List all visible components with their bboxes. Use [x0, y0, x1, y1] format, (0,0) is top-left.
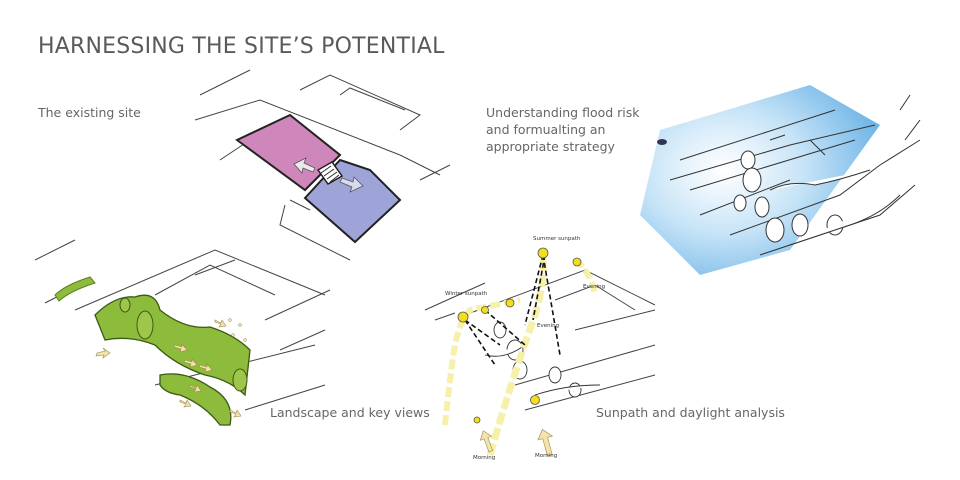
flood-risk-diagram — [640, 85, 921, 275]
sunpath-diagram: Summer sunpath Winter sunpath Evening Ev… — [424, 236, 656, 461]
existing-site-diagram — [194, 69, 451, 261]
arrow-right-icon — [339, 176, 364, 193]
summer-sunpath — [486, 259, 547, 456]
label-evening-top: Evening — [583, 284, 605, 290]
caption-landscape: Landscape and key views — [270, 405, 430, 420]
caption-flood-risk: Understanding flood risk and formualting… — [486, 104, 646, 155]
view-dots — [228, 318, 247, 342]
hedge-lower — [159, 373, 232, 426]
label-evening-mid: Evening — [537, 323, 559, 329]
arrow-left-icon — [293, 157, 316, 174]
caption-existing-site: The existing site — [38, 105, 141, 120]
hatched-building — [316, 161, 344, 185]
caption-flood-line-3: appropriate strategy — [486, 139, 615, 154]
landscape-trees — [119, 297, 248, 392]
morning-arrows — [479, 429, 554, 457]
flood-trees — [733, 150, 901, 246]
label-summer-sunpath: Summer sunpath — [533, 236, 581, 242]
caption-flood-line-1: Understanding flood risk — [486, 105, 640, 120]
winter-sunpath — [442, 297, 521, 426]
sunpath-trees — [484, 321, 601, 398]
label-morning-left: Morning — [473, 455, 495, 461]
caption-sunpath: Sunpath and daylight analysis — [596, 405, 785, 420]
hedge-small — [54, 276, 96, 302]
view-arrows — [95, 319, 242, 418]
label-winter-sunpath: Winter sunpath — [445, 291, 488, 297]
page-title: HARNESSING THE SITE’S POTENTIAL — [38, 34, 445, 59]
sun-icons — [457, 247, 582, 424]
shadow-arrows — [464, 254, 561, 366]
flood-blob — [657, 139, 667, 145]
landscape-diagram — [34, 239, 331, 426]
label-morning-right: Morning — [535, 453, 557, 459]
pink-plot — [235, 113, 342, 192]
caption-flood-line-2: and formualting an — [486, 122, 606, 137]
